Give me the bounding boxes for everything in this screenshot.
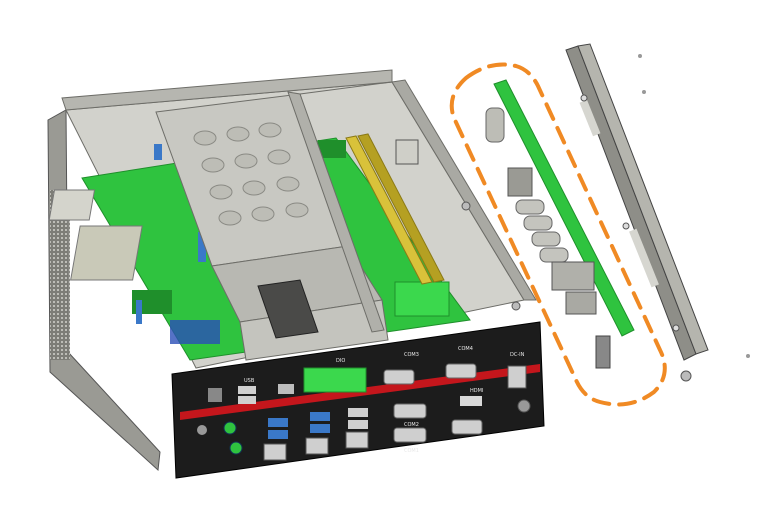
- usb-port-icon: [208, 388, 222, 402]
- pcb-chip: [394, 281, 450, 317]
- dc-jack: [507, 365, 527, 389]
- ethernet-port: [345, 431, 369, 449]
- usb-port-icon: [238, 396, 256, 404]
- heatsink: [257, 279, 319, 339]
- memory-slot: [357, 133, 445, 283]
- usb-port-icon: [268, 418, 288, 427]
- audio-jack-icon: [197, 425, 207, 435]
- screw-icon: [642, 90, 646, 94]
- drive-bracket: [155, 81, 393, 361]
- screw-icon: [638, 54, 642, 58]
- cover-slot: [629, 228, 659, 288]
- io-connector: [507, 167, 533, 197]
- io-connector: [531, 231, 561, 247]
- serial-port-icon: [445, 363, 477, 379]
- io-connector: [595, 335, 611, 369]
- screw-icon: [746, 354, 750, 358]
- label-hdmi: HDMI: [470, 388, 483, 394]
- io-connector: [565, 291, 597, 315]
- ethernet-port: [305, 437, 329, 455]
- screw-icon: [580, 94, 588, 102]
- label-com4: COM4: [458, 346, 473, 352]
- screw-icon: [672, 324, 680, 332]
- chassis-right-rim: [391, 79, 537, 301]
- screw-icon: [511, 301, 521, 311]
- io-pcb: [493, 79, 635, 337]
- pcb-component: [395, 139, 419, 165]
- usb-port-icon: [348, 420, 368, 429]
- usb-port-icon: [310, 424, 330, 433]
- screws: [461, 54, 750, 382]
- ethernet-port: [263, 443, 287, 461]
- pcb-chip: [48, 189, 96, 221]
- connector: [136, 300, 142, 324]
- usb-port-icon: [310, 412, 330, 421]
- bracket-holes: [193, 122, 309, 226]
- cover-slot: [579, 99, 601, 137]
- audio-jack-icon: [223, 421, 237, 435]
- io-expansion-board: [485, 79, 635, 369]
- bracket-rail: [287, 91, 385, 333]
- label-dc-in: DC-IN: [510, 352, 525, 358]
- io-connector: [539, 247, 569, 263]
- usb-port-icon: [348, 408, 368, 417]
- usb-port-icon: [238, 386, 256, 394]
- serial-port-icon: [393, 427, 427, 443]
- connector: [198, 232, 206, 262]
- serial-port-icon: [393, 403, 427, 419]
- usb-port-icon: [268, 430, 288, 439]
- label-com1: COM1: [404, 448, 419, 454]
- pcb-component: [318, 140, 346, 158]
- highlight-callout-outline: [449, 62, 667, 407]
- label-dio: DIO: [336, 358, 345, 364]
- vent-perforation: [50, 190, 70, 360]
- chassis-back-wall: [61, 69, 393, 111]
- front-panel: USB DIO COM3 COM4 HDMI COM2 COM1 VGA DC-…: [171, 321, 545, 479]
- dio-connector: [303, 367, 367, 393]
- pcb-chip: [170, 320, 220, 344]
- io-connector: [485, 107, 505, 143]
- screw-icon: [461, 201, 471, 211]
- label-com2: COM2: [404, 422, 419, 428]
- screw-icon: [680, 370, 692, 382]
- audio-jack-icon: [229, 441, 243, 455]
- hdmi-port-icon: [460, 396, 482, 406]
- label-com3: COM3: [404, 352, 419, 358]
- power-button: [517, 399, 531, 413]
- pcb-chip: [70, 225, 143, 281]
- serial-port-icon: [383, 369, 415, 385]
- memory-slot: [345, 135, 433, 285]
- front-plate: [171, 321, 545, 479]
- cover-plate-flange: [577, 43, 709, 355]
- bracket-edge: [299, 81, 393, 95]
- io-connector: [515, 199, 545, 215]
- label-usb: USB: [244, 378, 255, 384]
- io-connector: [551, 261, 595, 291]
- serial-port-icon: [451, 419, 483, 435]
- screw-icon: [622, 222, 630, 230]
- connector: [154, 144, 162, 160]
- hdmi-port-icon: [278, 384, 294, 394]
- io-connector: [523, 215, 553, 231]
- rear-cover-plate: [565, 43, 709, 361]
